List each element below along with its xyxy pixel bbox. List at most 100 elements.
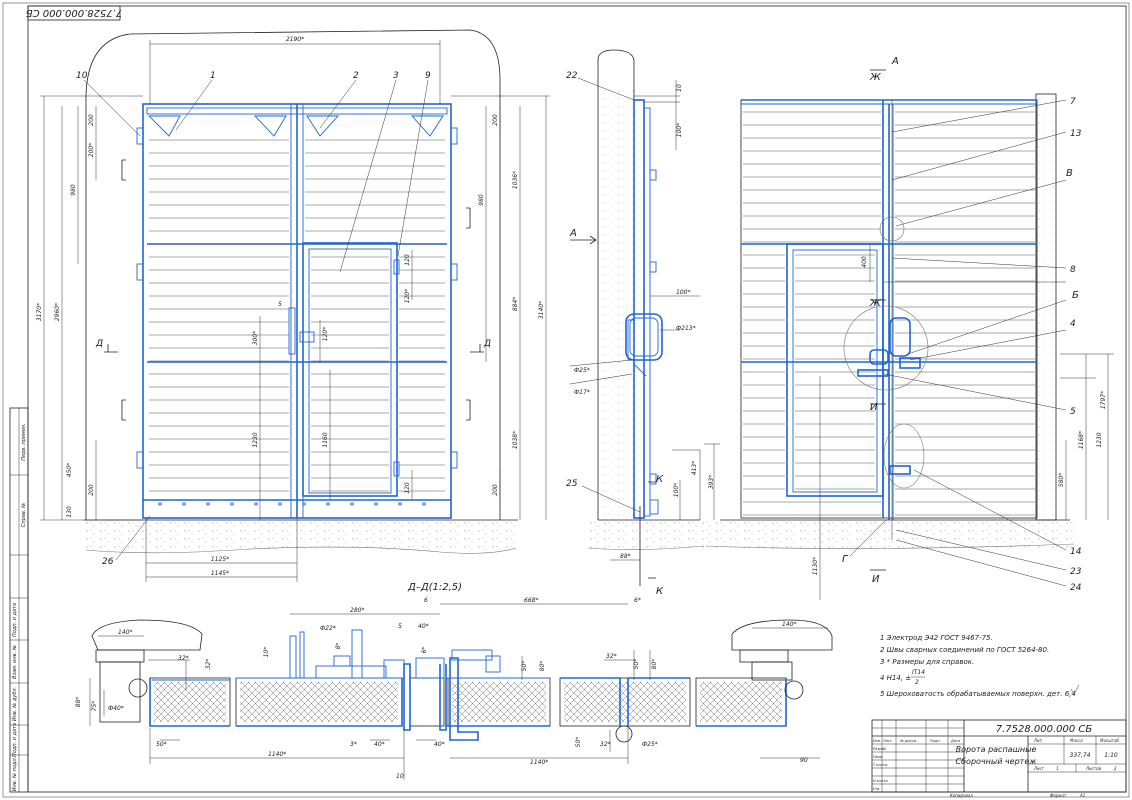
title-role-3: Т.контр.	[873, 763, 888, 767]
slats-rear	[743, 111, 1035, 516]
dim-rear-1168: 1168*	[1078, 431, 1085, 449]
pos-1: 1	[210, 71, 216, 81]
side-stamp-7: Инв. № подл.	[12, 757, 18, 792]
bolt-mark	[326, 502, 330, 506]
dim-sec-50-c: 50*	[156, 741, 167, 748]
bolt-mark	[158, 502, 162, 506]
dim-side-100-b: 100*	[676, 289, 690, 296]
dim-front-300: 300*	[252, 331, 259, 345]
dim-front-5: 5	[278, 301, 282, 308]
dim-front-120-b: 120	[404, 254, 411, 266]
dim-side-413: 413*	[691, 461, 698, 475]
dim-sec-1140-a: 1140*	[268, 751, 286, 758]
section-mark-i-bottom: И	[872, 574, 880, 585]
section-title: Д–Д(1:2,5)	[407, 582, 462, 593]
title-rev-col-5: Дата	[950, 739, 960, 743]
dim-front-200-left-b: 200*	[88, 143, 95, 157]
pos-22: 22	[566, 71, 578, 81]
section-mark-d-right: Д	[483, 339, 491, 349]
bolt-mark	[278, 502, 282, 506]
dim-sec-6-b: 6*	[634, 597, 641, 604]
title-role-1: Разраб.	[873, 747, 887, 751]
pos-13: 13	[1070, 129, 1082, 139]
pos-10: 7	[0, 0, 6, 3]
section-mark-k-top: К	[656, 474, 664, 485]
pos-3: 3	[393, 71, 399, 81]
dim-front-1038: 1038*	[512, 431, 519, 449]
dim-sec-50-a: 50*	[521, 661, 528, 672]
title-name-2: Сборочный чертеж	[956, 757, 1038, 766]
title-copied: Копировал	[950, 793, 973, 798]
dim-sec-90: 90	[800, 757, 808, 764]
dim-rear-1230: 1230	[1096, 432, 1103, 447]
dim-side-phi25: Ф25*	[574, 367, 590, 374]
rotated-doc-code: 7.7528.000.000 СБ	[26, 7, 123, 18]
rotated-code-box: 7.7528.000.000 СБ	[26, 5, 123, 21]
dim-rear-1797: 1797*	[1100, 391, 1107, 409]
side-view: 10 100* 100* Ф213* Ф25* Ф17* 413* 393* 1…	[566, 49, 715, 597]
pos-5: 5	[1070, 407, 1076, 417]
dim-side-10: 10	[676, 84, 683, 92]
dim-sec-80-a: 80*	[539, 661, 546, 672]
note-2: 2 Швы сварных соединений по ГОСТ 5264-80…	[880, 646, 1049, 654]
dim-sec-88: 88*	[75, 697, 82, 708]
note-4: 4 Н14, ±	[880, 674, 911, 682]
section-mark-b: Б	[1072, 290, 1079, 301]
side-stamp-5: Инв. № дубл.	[12, 687, 18, 721]
note-4-frac-top: IT14	[912, 669, 925, 676]
dim-sec-40-a: 40*	[418, 623, 429, 630]
slats-front-left	[149, 139, 289, 492]
dim-front-1145: 1145*	[211, 570, 229, 577]
title-rev-col-2: Лист	[882, 739, 893, 743]
pos-8: 8	[1070, 265, 1076, 275]
dim-front-1230: 1230	[252, 432, 259, 447]
dim-front-width: 2190*	[286, 36, 304, 43]
bolt-mark	[398, 502, 402, 506]
dim-front-120-a: 120*	[322, 327, 329, 341]
dim-rear-580: 580*	[1058, 473, 1065, 487]
dim-side-phi17: Ф17*	[574, 389, 590, 396]
dim-side-phi213: Ф213*	[676, 325, 696, 332]
dim-sec-80-b: 80*	[651, 659, 658, 670]
title-scale-label: Масштаб	[1100, 738, 1120, 743]
section-mark-a-top: А	[891, 56, 899, 67]
dim-sec-32-d: 32*	[600, 741, 611, 748]
title-lit-label: Лит.	[1033, 738, 1043, 743]
title-block: 7.7528.000.000 СБ Изм. Лист № докум. Под…	[871, 719, 1127, 798]
pos-2: 2	[353, 71, 359, 81]
dim-sec-32-a: 32*	[178, 655, 189, 662]
side-stamp-4: Взам. инв. №	[12, 645, 18, 679]
note-5: 5 Шероховатость обрабатываемых поверхн. …	[880, 690, 1076, 698]
section-mark-i-mid: И	[870, 402, 878, 413]
title-sheets-label: Листов	[1085, 766, 1102, 771]
side-stamp: Перв. примен. Справ. № Подп. и дата Взам…	[9, 407, 29, 793]
bolt-mark	[230, 502, 234, 506]
title-sheet-label: Лист	[1033, 766, 1045, 771]
dim-rear-400: 400	[861, 256, 868, 268]
bolt-mark	[374, 502, 378, 506]
dim-front-884: 884*	[512, 297, 519, 311]
dim-front-130: 130	[66, 506, 73, 518]
dim-sec-140-right: 140*	[782, 621, 796, 628]
dim-front-2960: 2960*	[54, 303, 61, 321]
title-rev-col-4: Подп.	[930, 739, 941, 743]
pos-4: 4	[1070, 319, 1076, 329]
dim-front-120-c: 120*	[404, 289, 411, 303]
title-role-4: Н.контр.	[873, 779, 889, 783]
dim-sec-6-a: 6	[424, 597, 428, 604]
section-mark-g: Г	[842, 554, 849, 565]
section-mark-k-bottom: К	[656, 586, 664, 597]
title-rev-col-3: № докум.	[899, 739, 917, 743]
section-mark-zh-top: Ж	[869, 72, 882, 83]
pos-9: 9	[425, 71, 431, 81]
technical-notes: 1 Электрод Э42 ГОСТ 9467-75. 2 Швы сварн…	[880, 634, 1080, 698]
dim-side-100-c: 100*	[673, 483, 680, 497]
title-role-5: Утв.	[873, 787, 880, 791]
dim-front-3140: 3140*	[538, 301, 545, 319]
side-stamp-3: Подп. и дата	[12, 603, 18, 637]
bolt-mark	[206, 502, 210, 506]
dim-sec-phi25: Ф25*	[642, 741, 658, 748]
dim-sec-8: 8*	[335, 643, 342, 650]
